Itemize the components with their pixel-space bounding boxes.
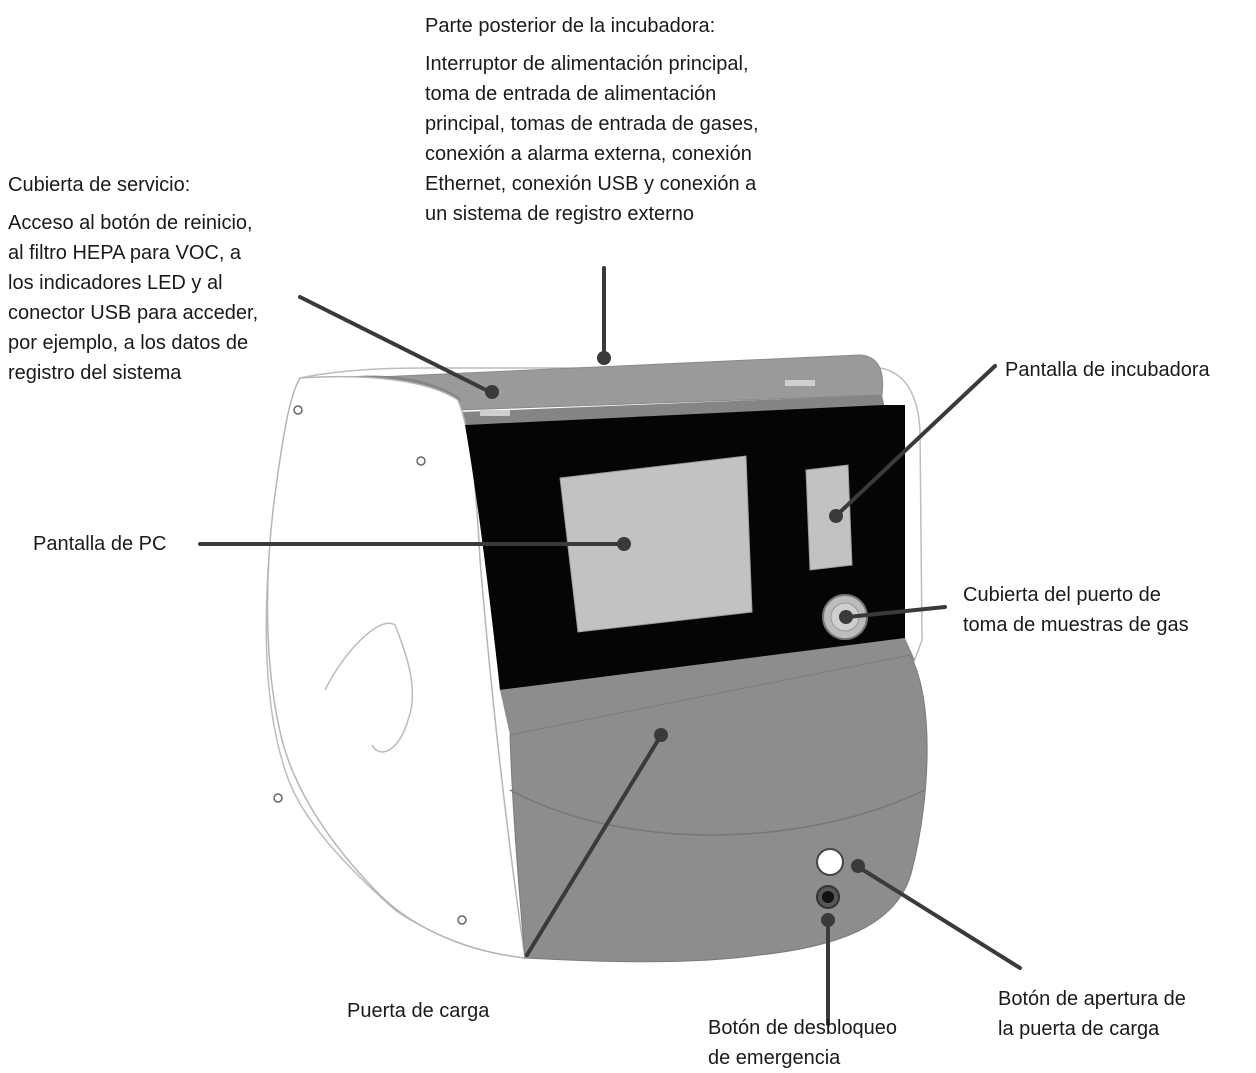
callout-rear-line: conexión a alarma externa, conexión — [425, 143, 752, 165]
side-handle — [324, 622, 414, 753]
callout-door-open-button-line: la puerta de carga — [998, 1018, 1160, 1040]
screw — [416, 456, 426, 466]
callout-gas-port-cover-line: Cubierta del puerto de — [963, 584, 1161, 606]
service-cover-slot-right — [785, 380, 815, 386]
callout-service-cover: Cubierta de servicio: Acceso al botón de… — [8, 170, 258, 388]
callout-service-cover-line: registro del sistema — [8, 362, 182, 384]
screw — [457, 915, 467, 925]
pc-screen — [559, 455, 753, 633]
screw — [293, 405, 303, 415]
callout-service-cover-title: Cubierta de servicio: — [8, 174, 191, 196]
leader-emergency-release-dot — [821, 913, 835, 927]
leader-gas-port-dot — [839, 610, 853, 624]
leader-loading-door — [525, 735, 662, 957]
callout-pc-display: Pantalla de PC — [33, 529, 166, 559]
leader-incubator-display-dot — [829, 509, 843, 523]
service-cover-slot-left — [480, 410, 510, 416]
callout-rear-title: Parte posterior de la incubadora: — [425, 15, 716, 37]
leader-door-open-button — [858, 866, 1022, 970]
callout-rear-line: un sistema de registro externo — [425, 203, 695, 225]
leader-incubator-display — [836, 364, 997, 516]
callout-service-cover-line: Acceso al botón de reinicio, — [8, 212, 253, 234]
leader-door-open-button-dot — [851, 859, 865, 873]
leader-service-cover — [298, 295, 492, 394]
callout-gas-port-cover: Cubierta del puerto de toma de muestras … — [963, 580, 1189, 640]
callout-rear-line: Ethernet, conexión USB y conexión a — [425, 173, 757, 195]
leader-gas-port — [846, 605, 947, 619]
callout-pc-display-line: Pantalla de PC — [33, 533, 167, 555]
incubator-screen — [805, 464, 853, 571]
callout-emergency-release-line: Botón de desbloqueo — [708, 1017, 898, 1039]
callout-service-cover-line: los indicadores LED y al — [8, 272, 223, 294]
front-lower-strip — [500, 638, 915, 735]
emergency-release-button — [822, 891, 834, 903]
leader-rear-dot — [597, 351, 611, 365]
callout-emergency-release: Botón de desbloqueo de emergencia — [708, 1013, 897, 1073]
callout-rear-line: Interruptor de alimentación principal, — [425, 53, 749, 75]
callout-emergency-release-line: de emergencia — [708, 1047, 841, 1069]
callout-incubator-display: Pantalla de incubadora — [1005, 355, 1210, 385]
leader-service-cover-dot — [485, 385, 499, 399]
callout-service-cover-line: por ejemplo, a los datos de — [8, 332, 249, 354]
callout-rear-line: principal, tomas de entrada de gases, — [425, 113, 759, 135]
callout-rear: Parte posterior de la incubadora: Interr… — [425, 11, 759, 229]
callout-rear-line: toma de entrada de alimentación — [425, 83, 717, 105]
callout-door-open-button-line: Botón de apertura de — [998, 988, 1186, 1010]
door-open-button — [816, 848, 844, 876]
callout-door-open-button: Botón de apertura de la puerta de carga — [998, 984, 1186, 1044]
callout-service-cover-line: al filtro HEPA para VOC, a — [8, 242, 242, 264]
callout-incubator-display-line: Pantalla de incubadora — [1005, 359, 1210, 381]
loading-door-seam — [509, 789, 926, 836]
leader-pc-display-dot — [617, 537, 631, 551]
callout-service-cover-line: conector USB para acceder, — [8, 302, 259, 324]
screw — [273, 793, 283, 803]
callout-gas-port-cover-line: toma de muestras de gas — [963, 614, 1189, 636]
loading-door-shape — [509, 654, 928, 963]
callout-loading-door-line: Puerta de carga — [347, 1000, 490, 1022]
callout-loading-door: Puerta de carga — [347, 996, 489, 1026]
leader-loading-door-dot — [654, 728, 668, 742]
